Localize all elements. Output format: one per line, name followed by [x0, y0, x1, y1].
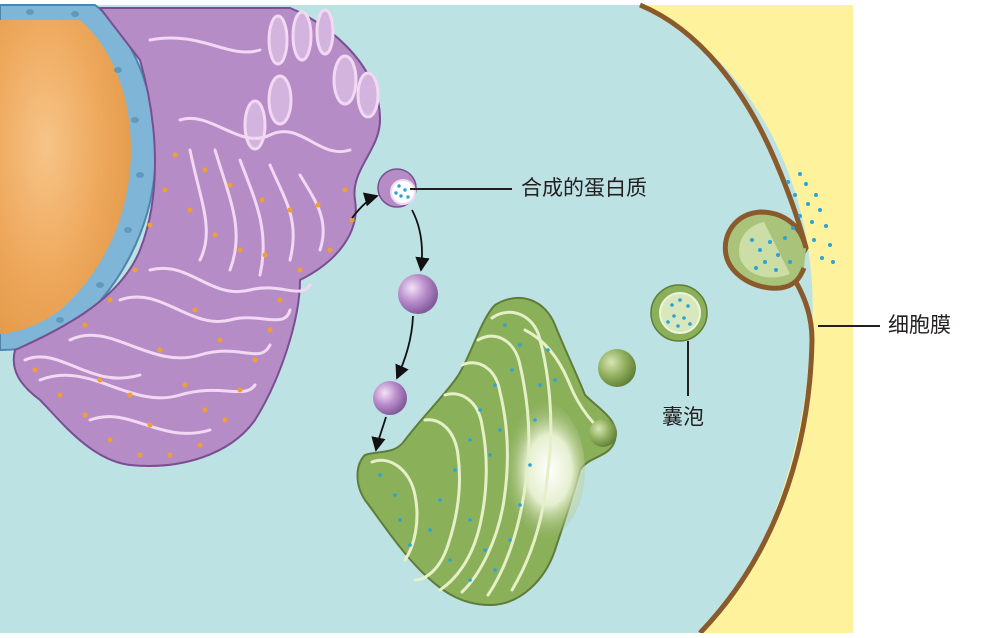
- protein-label: 合成的蛋白质: [521, 176, 647, 200]
- secretory-vesicle: [650, 284, 708, 342]
- golgi-vesicle-small: [589, 419, 617, 447]
- transport-arrows: [351, 192, 430, 452]
- rough-endoplasmic-reticulum: [12, 7, 382, 467]
- golgi-apparatus: [356, 296, 617, 607]
- transport-vesicle-2: [373, 381, 407, 415]
- er-vesicle: [377, 168, 417, 208]
- nucleus: [0, 4, 157, 352]
- secreted-protein-dots: [750, 172, 835, 272]
- vesicle-label: 囊泡: [662, 405, 704, 429]
- leader-lines: [410, 188, 880, 396]
- golgi-vesicle-medium: [598, 349, 636, 387]
- transport-vesicle-1: [398, 274, 438, 314]
- membrane-label: 细胞膜: [888, 313, 951, 337]
